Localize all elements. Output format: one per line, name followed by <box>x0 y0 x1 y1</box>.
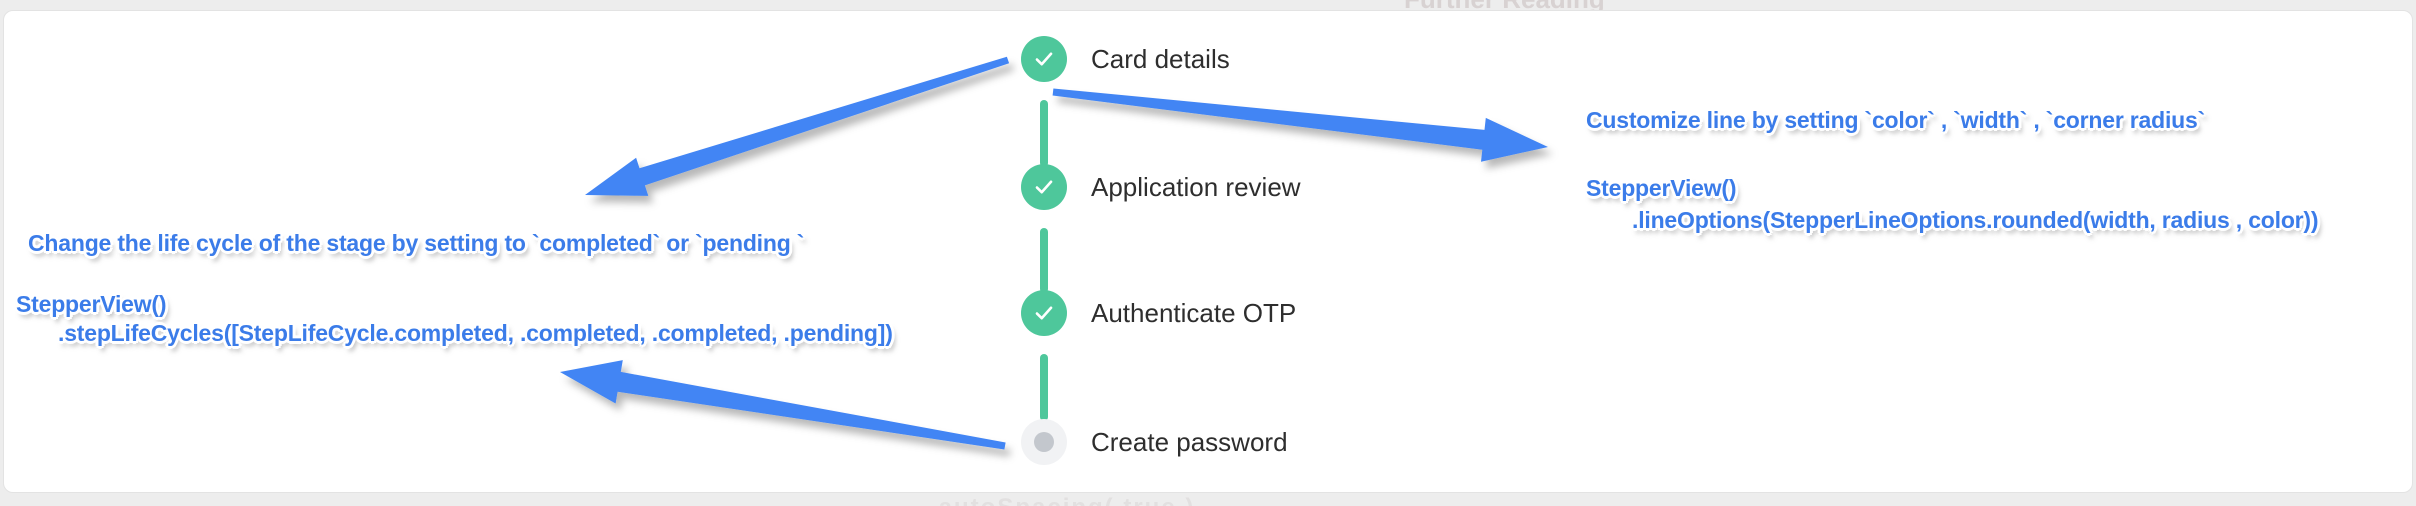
left-annotation-caption: Change the life cycle of the stage by se… <box>28 230 805 256</box>
right-annotation-caption: Customize line by setting `color` , `wid… <box>1586 107 2206 133</box>
step-label: Create password <box>1091 426 1288 457</box>
step-label: Authenticate OTP <box>1091 297 1297 328</box>
step-row-card-details: Card details <box>1021 36 1230 82</box>
check-icon <box>1035 52 1053 66</box>
clipped-code-text: .autoSpacing( true ) <box>930 494 1195 506</box>
step-label: Card details <box>1091 43 1230 74</box>
step-pending-icon <box>1021 419 1067 465</box>
step-connector-line <box>1040 100 1048 167</box>
left-annotation-code-line1: StepperView() <box>16 291 167 317</box>
step-row-create-password: Create password <box>1021 419 1288 465</box>
left-annotation-code-line2: .stepLifeCycles([StepLifeCycle.completed… <box>58 320 893 346</box>
step-completed-icon <box>1021 36 1067 82</box>
right-annotation-code-line2: .lineOptions(StepperLineOptions.rounded(… <box>1632 207 2319 233</box>
step-completed-icon <box>1021 164 1067 210</box>
check-icon <box>1035 306 1053 320</box>
check-icon <box>1035 180 1053 194</box>
step-connector-line <box>1040 354 1048 421</box>
step-row-application-review: Application review <box>1021 164 1301 210</box>
step-connector-line <box>1040 228 1048 293</box>
step-row-authenticate-otp: Authenticate OTP <box>1021 290 1296 336</box>
pending-dot-icon <box>1034 432 1054 452</box>
step-completed-icon <box>1021 290 1067 336</box>
right-annotation-code-line1: StepperView() <box>1586 175 1737 201</box>
step-label: Application review <box>1091 171 1301 202</box>
stepper-demo-card: Card details Application review Authenti… <box>3 10 2413 493</box>
